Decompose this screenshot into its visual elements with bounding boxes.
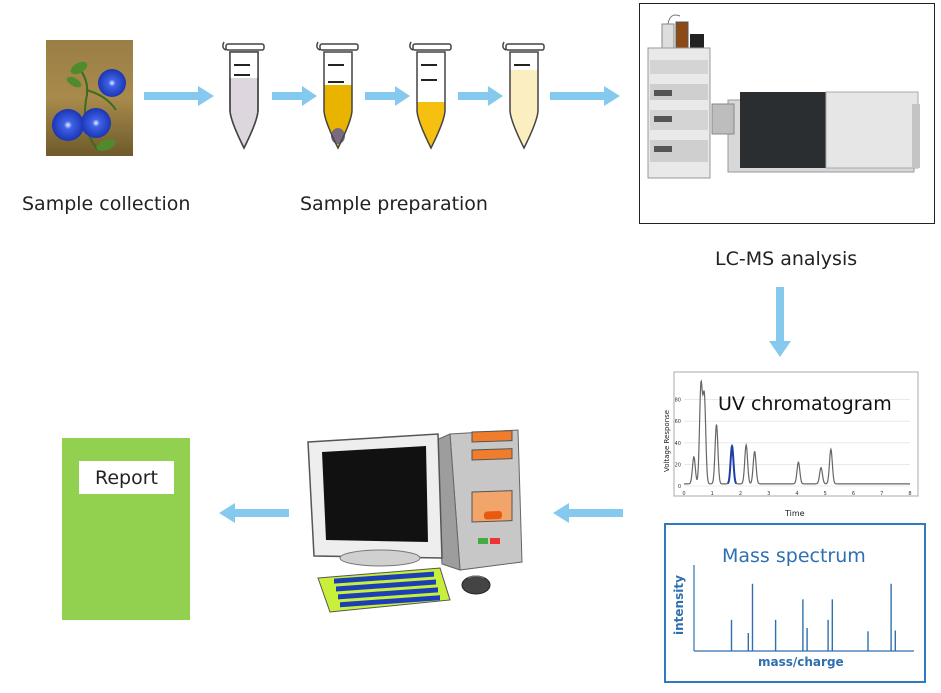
mass-chart-title: Mass spectrum <box>722 545 866 567</box>
arrow-right-icon <box>144 86 214 106</box>
report-document: Report <box>62 438 190 620</box>
uv-x-axis-label: Time <box>784 509 805 518</box>
mass-x-axis-label: mass/charge <box>758 655 844 669</box>
uv-y-tick-label: 20 <box>675 462 681 468</box>
uv-x-tick-label: 0 <box>682 491 685 497</box>
uv-x-tick-label: 8 <box>908 491 911 497</box>
flower-photo <box>46 40 133 156</box>
arrow-down-icon <box>769 287 791 357</box>
arrow-left-icon <box>219 503 289 523</box>
arrow-right-icon <box>365 86 410 106</box>
uv-y-tick-label: 60 <box>675 419 681 425</box>
uv-trace <box>684 379 910 485</box>
lcms-analysis-label: LC-MS analysis <box>715 248 858 270</box>
uv-y-tick-label: 80 <box>675 398 681 404</box>
uv-x-tick-label: 5 <box>824 491 827 497</box>
sample-collection-label: Sample collection <box>22 193 191 215</box>
uv-x-tick-label: 6 <box>852 491 855 497</box>
uv-x-tick-label: 7 <box>880 491 883 497</box>
lcms-instrument-panel <box>639 3 935 224</box>
test-tube-4-icon <box>502 41 545 150</box>
uv-x-tick-label: 2 <box>739 491 742 497</box>
test-tube-3-icon <box>409 41 452 150</box>
uv-x-tick-label: 1 <box>711 491 714 497</box>
uv-y-tick-label: 40 <box>675 441 681 447</box>
uv-chart-title: UV chromatogram <box>718 393 892 415</box>
report-label: Report <box>79 461 174 494</box>
arrow-right-icon <box>550 86 620 106</box>
mass-spectrum-chart: Mass spectrum mass/charge intensity <box>664 523 926 683</box>
test-tube-1-icon <box>222 41 265 150</box>
arrow-right-icon <box>458 86 503 106</box>
uv-y-tick-label: 0 <box>678 484 681 490</box>
uv-x-tick-label: 4 <box>795 491 798 497</box>
arrow-right-icon <box>272 86 317 106</box>
uv-x-tick-label: 3 <box>767 491 770 497</box>
sample-preparation-label: Sample preparation <box>300 193 488 215</box>
arrow-left-icon <box>553 503 623 523</box>
uv-highlight-peak <box>727 443 737 485</box>
mass-y-axis-label: intensity <box>672 575 686 635</box>
uv-y-axis-label: Voltage Response <box>663 410 671 472</box>
computer-icon <box>307 429 523 613</box>
test-tube-2-icon <box>316 41 359 150</box>
